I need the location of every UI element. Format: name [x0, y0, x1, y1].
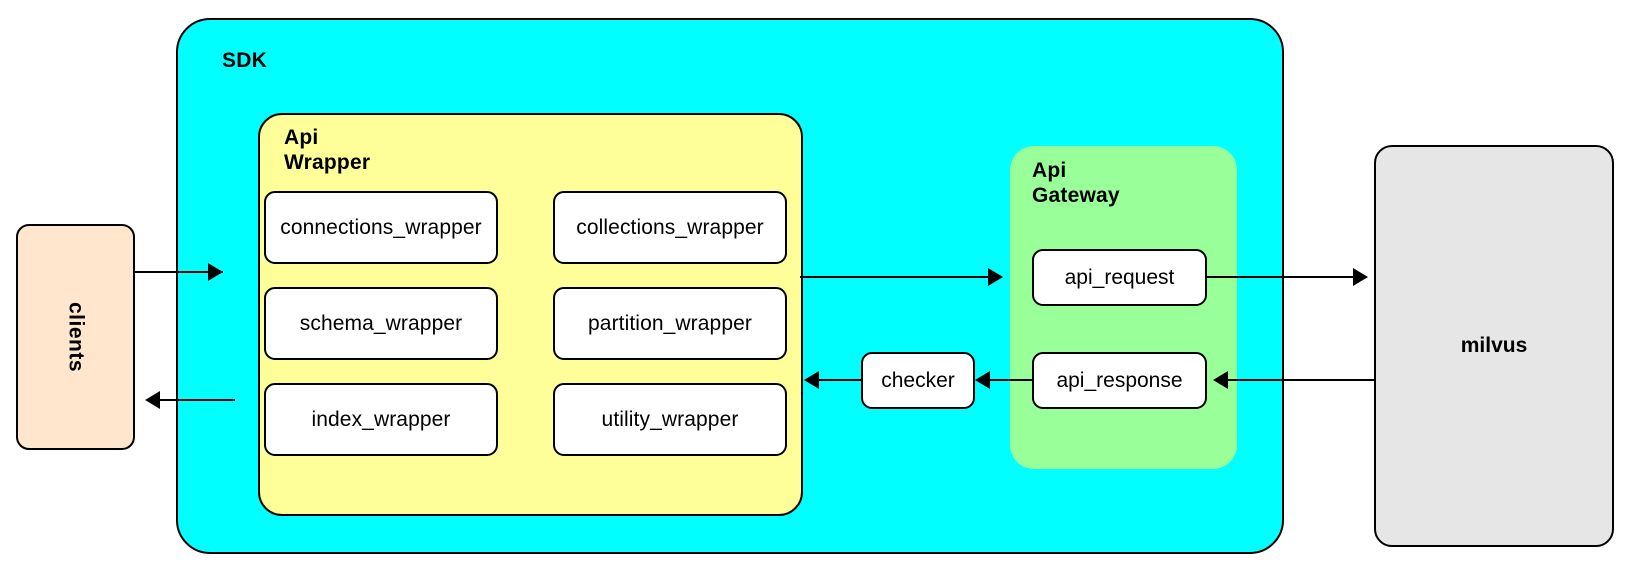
arrow-sdk-to-clients-line	[160, 399, 235, 401]
arrow-api-response-to-checker-head-icon	[975, 371, 990, 389]
card-utility-wrapper[interactable]: utility_wrapper	[553, 383, 787, 456]
arrow-api-request-to-milvus-head-icon	[1353, 268, 1368, 286]
arrow-api-response-to-checker-line	[989, 379, 1032, 381]
card-schema-wrapper[interactable]: schema_wrapper	[264, 287, 498, 360]
arrow-sdk-to-clients-head-icon	[145, 391, 160, 409]
api-gateway-panel[interactable]: Api Gateway	[1010, 146, 1237, 469]
card-api-response[interactable]: api_response	[1032, 352, 1207, 409]
sdk-title: SDK	[222, 49, 267, 72]
card-index-wrapper[interactable]: index_wrapper	[264, 383, 498, 456]
card-collections-wrapper[interactable]: collections_wrapper	[553, 191, 787, 264]
clients-node[interactable]: clients	[16, 224, 135, 450]
arrow-clients-to-sdk-line	[135, 271, 223, 273]
arrow-api-request-to-milvus-line	[1207, 276, 1362, 278]
arrow-milvus-to-api-response-line	[1227, 379, 1374, 381]
clients-label: clients	[64, 301, 88, 373]
card-api-request[interactable]: api_request	[1032, 249, 1207, 306]
card-connections-wrapper[interactable]: connections_wrapper	[264, 191, 498, 264]
arrow-api-wrapper-to-api-gateway-head-icon	[988, 268, 1003, 286]
api-gateway-title: Api Gateway	[1032, 159, 1120, 207]
milvus-node[interactable]: milvus	[1374, 145, 1614, 547]
arrow-milvus-to-api-response-head-icon	[1213, 371, 1228, 389]
card-partition-wrapper[interactable]: partition_wrapper	[553, 287, 787, 360]
arrow-checker-to-api-wrapper-head-icon	[804, 371, 819, 389]
card-checker[interactable]: checker	[861, 352, 975, 409]
arrow-clients-to-sdk-head-icon	[208, 263, 223, 281]
arrow-api-wrapper-to-api-gateway-line	[800, 276, 999, 278]
arrow-checker-to-api-wrapper-line	[818, 379, 861, 381]
api-wrapper-title: Api Wrapper	[284, 126, 371, 174]
